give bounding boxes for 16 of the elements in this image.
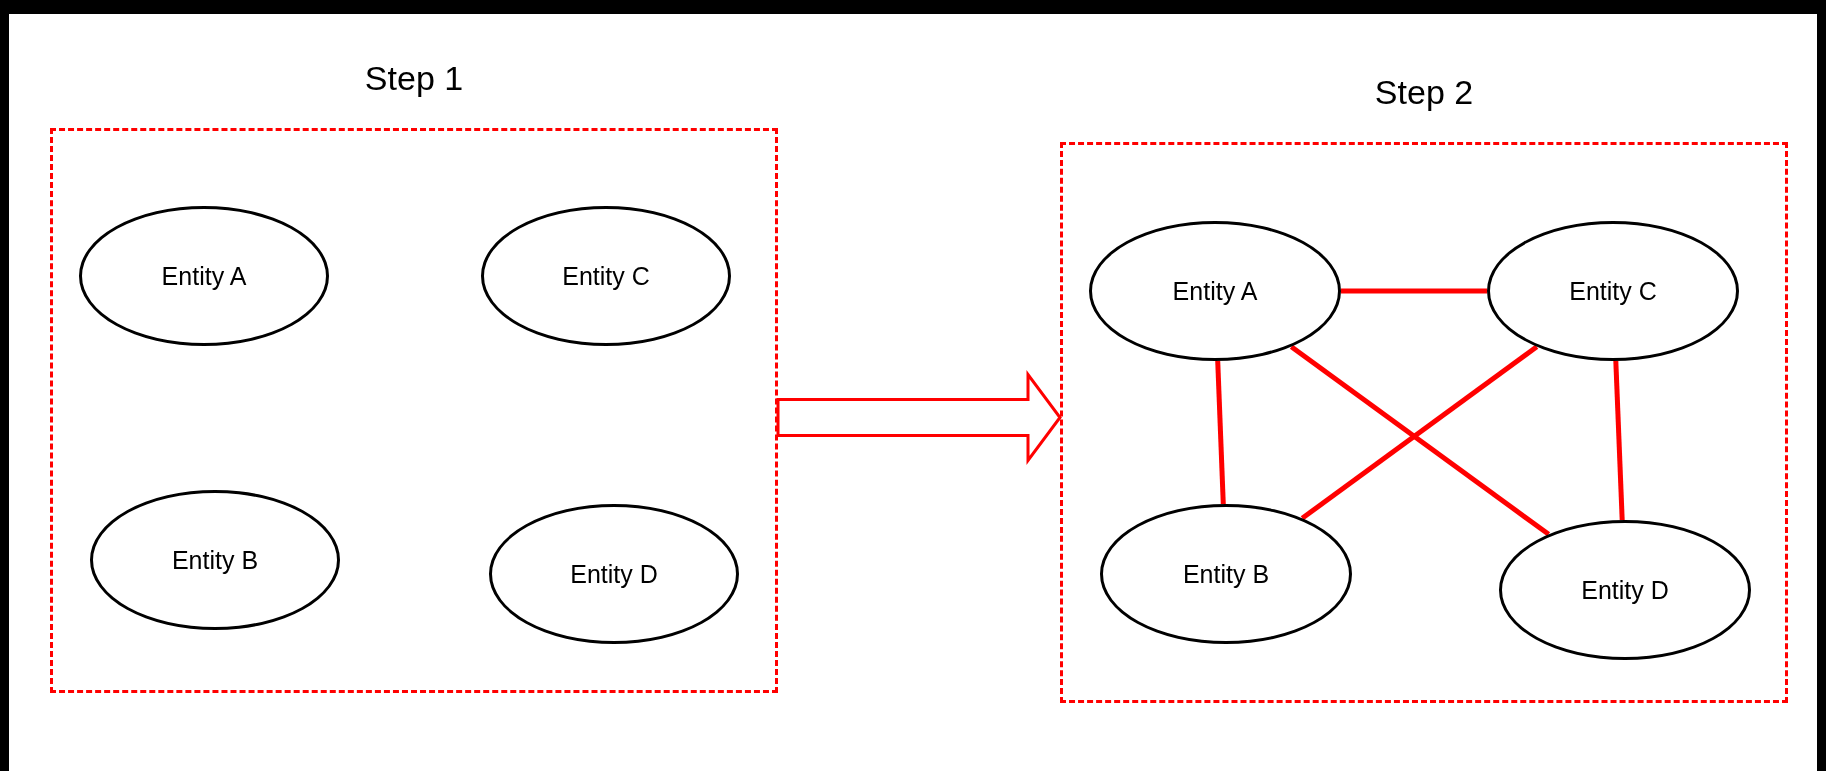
step-heading: Step 1 (364, 59, 464, 97)
entity-label: Entity B (1182, 559, 1270, 589)
block-arrow (776, 369, 1062, 466)
entity-label: Entity B (171, 545, 259, 575)
entity-label: Entity C (562, 261, 650, 291)
entity-label: Entity A (161, 261, 247, 291)
entity-label: Entity C (1569, 276, 1657, 306)
connector-line (1289, 344, 1551, 537)
step-heading: Step 2 (1374, 73, 1474, 111)
connector-line (1613, 360, 1625, 521)
connector-line (1300, 344, 1539, 521)
connector-line (1215, 360, 1226, 505)
entity-label: Entity D (1581, 575, 1669, 605)
connector-line (1341, 288, 1487, 294)
entity-label: Entity D (570, 559, 658, 589)
entity-label: Entity A (1172, 276, 1258, 306)
